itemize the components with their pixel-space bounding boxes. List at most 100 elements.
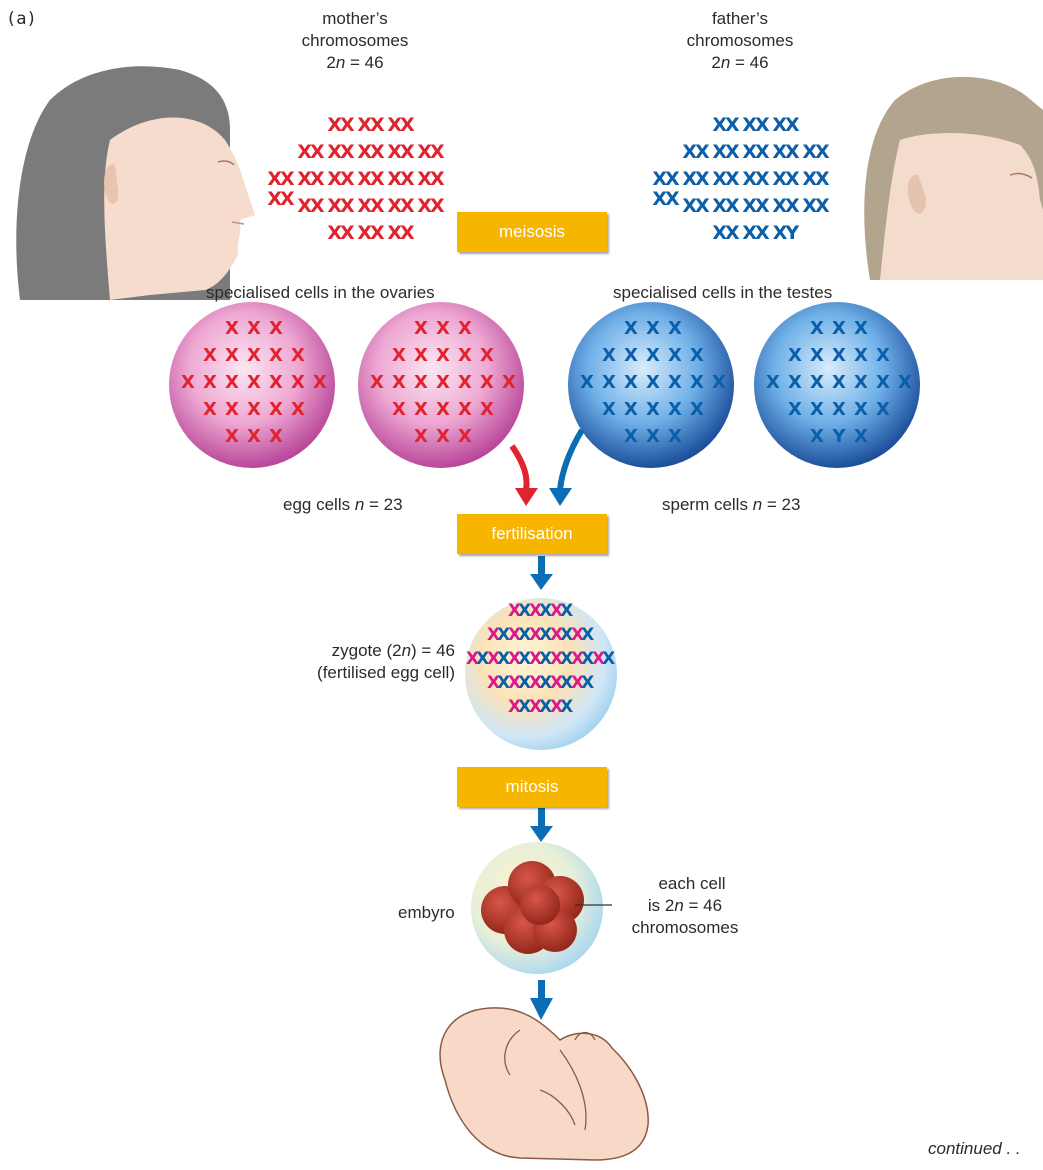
zygote-chromosome-pair: XX: [487, 649, 508, 669]
chromosome-pair-glyph: XX: [800, 169, 830, 189]
chromosome-glyph: X: [850, 399, 872, 421]
chromosome-glyph: X: [664, 345, 686, 367]
chromosome-glyph: X: [872, 399, 894, 421]
paternal-chromosome-glyph: X: [476, 649, 486, 669]
mother-caption-line2: chromosomes: [280, 30, 430, 52]
paternal-chromosome-glyph: X: [602, 649, 612, 669]
chromosome-glyph: X: [454, 426, 476, 448]
chromosome-glyph: X: [828, 399, 850, 421]
ovaries-label: specialised cells in the ovaries: [206, 282, 435, 304]
paternal-chromosome-glyph: X: [539, 673, 549, 693]
father-caption-line1: father’s: [665, 8, 815, 30]
chromosome-pair-glyph: XX: [355, 115, 385, 135]
maternal-chromosome-glyph: X: [550, 625, 560, 645]
paternal-chromosome-glyph: X: [581, 625, 591, 645]
zygote-chromosome-pair: XX: [508, 673, 529, 693]
maternal-chromosome-glyph: X: [529, 697, 539, 717]
zygote-chromosome-pair: XX: [550, 697, 571, 717]
chromosome-pair-glyph: XX: [355, 223, 385, 243]
chromosome-pair-glyph: XX: [710, 223, 740, 243]
chromosome-glyph: Y: [828, 426, 850, 448]
chromosome-glyph: X: [265, 318, 287, 340]
chromosome-glyph: X: [642, 345, 664, 367]
chromosome-glyph: X: [287, 372, 309, 394]
embryo-note-line2: is 2n = 46: [610, 895, 760, 917]
paternal-chromosome-glyph: X: [518, 625, 528, 645]
chromosome-pair-glyph: XX: [740, 115, 770, 135]
maternal-chromosome-glyph: X: [508, 601, 518, 621]
zygote-chromosome-pair: XX: [529, 649, 550, 669]
chromosome-glyph: X: [664, 399, 686, 421]
cell-chromosome-row: XXXXX: [388, 399, 498, 421]
chromosome-pair-glyph: XX: [385, 115, 415, 135]
zygote-chromosome-row: XXXXXXXXXXXXXX: [466, 649, 613, 669]
father-caption: father’s chromosomes 2n = 46: [665, 8, 815, 74]
chromosome-row: XXXXXXXXXX: [680, 196, 830, 216]
chromosome-glyph: X: [828, 372, 850, 394]
chromosome-glyph: X: [410, 426, 432, 448]
paternal-chromosome-glyph: X: [518, 697, 528, 717]
chromosome-pair-glyph: XX: [770, 142, 800, 162]
chromosome-glyph: X: [243, 399, 265, 421]
chromosome-glyph: X: [476, 399, 498, 421]
embryo-label: embyro: [398, 902, 455, 924]
father-head-illustration: [864, 77, 1043, 280]
maternal-chromosome-glyph: X: [508, 697, 518, 717]
chromosome-pair-glyph: XX: [355, 169, 385, 189]
chromosome-row: XXXXXXXXXX: [680, 142, 830, 162]
chromosome-pair-glyph: XX: [355, 196, 385, 216]
embryo-note-line3: chromosomes: [610, 917, 760, 939]
chromosome-row: XXXXXXXXXX: [295, 142, 445, 162]
paternal-chromosome-glyph: X: [560, 649, 570, 669]
chromosome-glyph: X: [850, 345, 872, 367]
cell-chromosome-row: XXX: [620, 426, 686, 448]
zygote-chromosome-pair: XX: [508, 697, 529, 717]
chromosome-row: XXXXXX: [325, 115, 415, 135]
maternal-chromosome-glyph: X: [487, 673, 497, 693]
zygote-chromosome-pair: XX: [550, 625, 571, 645]
zygote-chromosome-pair: XX: [487, 625, 508, 645]
zygote-chromosome-pair: XX: [571, 625, 592, 645]
sperm-cells-label: sperm cells n = 23: [662, 494, 800, 516]
chromosome-pair-glyph: XX: [680, 142, 710, 162]
chromosome-pair-glyph: XX: [295, 169, 325, 189]
chromosome-glyph: X: [243, 426, 265, 448]
maternal-chromosome-glyph: X: [529, 601, 539, 621]
chromosome-glyph: X: [806, 345, 828, 367]
maternal-chromosome-glyph: X: [508, 673, 518, 693]
chromosome-glyph: X: [454, 399, 476, 421]
chromosome-glyph: X: [686, 372, 708, 394]
cell-chromosome-row: XXXXX: [598, 345, 708, 367]
chromosome-pair-glyph: XX: [325, 115, 355, 135]
zygote-label-line1: zygote (2n) = 46: [280, 640, 455, 662]
chromosome-glyph: X: [686, 345, 708, 367]
chromosome-glyph: X: [177, 372, 199, 394]
father-caption-line2: chromosomes: [665, 30, 815, 52]
chromosome-pair-glyph: XX: [710, 196, 740, 216]
chromosome-pair-glyph: XX: [265, 169, 295, 189]
chromosome-glyph: X: [265, 345, 287, 367]
paternal-chromosome-glyph: X: [560, 697, 570, 717]
chromosome-glyph: X: [894, 372, 916, 394]
paternal-chromosome-glyph: X: [539, 601, 549, 621]
chromosome-glyph: X: [410, 399, 432, 421]
arrow-to-embryo: [530, 808, 553, 842]
red-arrow-path: [512, 446, 527, 490]
father-2n-suffix: = 46: [730, 53, 768, 72]
mother-2n-prefix: 2: [326, 53, 335, 72]
cell-chromosome-row: XXXXX: [199, 345, 309, 367]
chromosome-pair-glyph: XX: [800, 142, 830, 162]
chromosome-pair-glyph: XX: [325, 142, 355, 162]
maternal-chromosome-glyph: X: [550, 673, 560, 693]
chromosome-pair-glyph: XX: [800, 196, 830, 216]
mother-caption-line1: mother’s: [280, 8, 430, 30]
paternal-chromosome-glyph: X: [518, 649, 528, 669]
maternal-chromosome-glyph: X: [487, 625, 497, 645]
chromosome-pair-glyph: XX: [740, 169, 770, 189]
father-2n-prefix: 2: [711, 53, 720, 72]
chromosome-pair-glyph: XX: [385, 196, 415, 216]
chromosome-glyph: X: [199, 345, 221, 367]
